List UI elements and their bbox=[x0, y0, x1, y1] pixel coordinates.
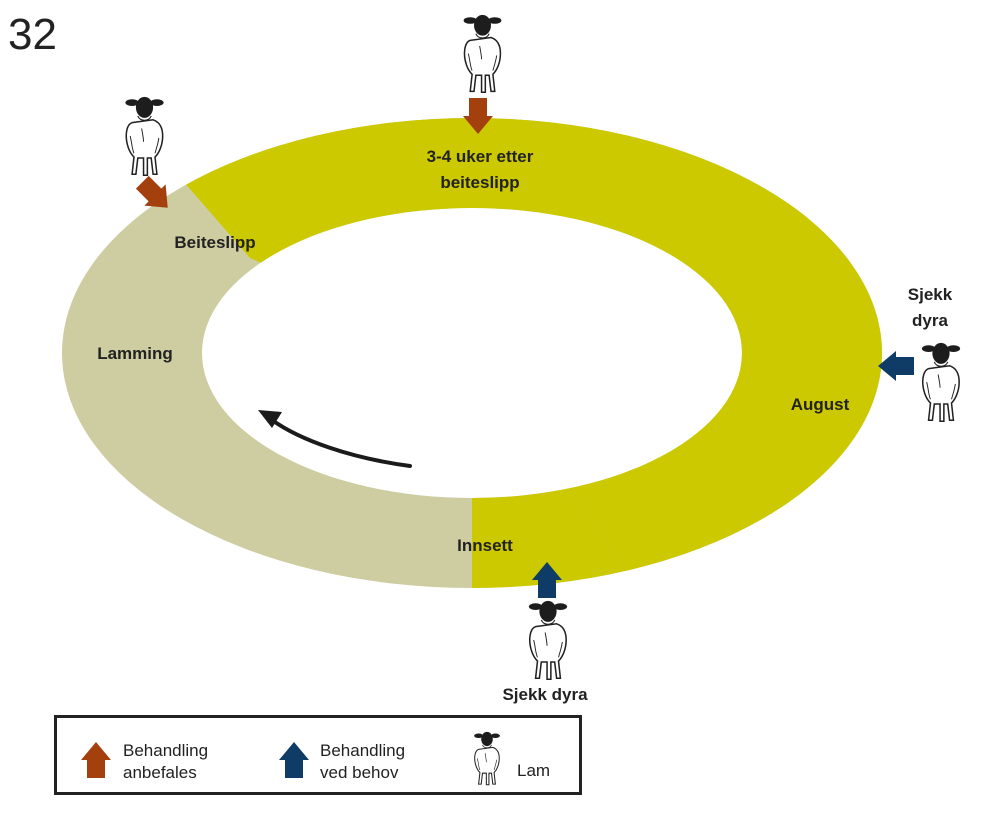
legend-as-needed-line1: Behandling bbox=[320, 741, 406, 760]
label-sjekk-dyra-bottom: Sjekk dyra bbox=[502, 685, 588, 704]
legend-recommended-line1: Behandling bbox=[123, 741, 209, 760]
label-3-4-weeks-line2: beiteslipp bbox=[440, 173, 520, 192]
arrow-as-needed-icon bbox=[878, 351, 914, 381]
lamb-icon bbox=[462, 13, 503, 94]
lamb-icon bbox=[527, 599, 569, 681]
arrow-as-needed-icon bbox=[279, 742, 309, 778]
legend-recommended-line2: anbefales bbox=[123, 763, 197, 782]
label-3-4-weeks-line1: 3-4 uker etter bbox=[426, 147, 534, 166]
lamb-icon bbox=[920, 341, 962, 423]
arrow-recommended-icon bbox=[463, 98, 493, 134]
lamb-icon bbox=[124, 95, 165, 177]
legend: Behandling anbefales Behandling ved beho… bbox=[54, 715, 582, 795]
legend-as-needed-line2: ved behov bbox=[320, 763, 399, 782]
label-innsett: Innsett bbox=[457, 536, 513, 555]
label-sjekk-right-line1: Sjekk bbox=[907, 285, 953, 304]
arrow-recommended-icon bbox=[81, 742, 111, 778]
page-number: 32 bbox=[8, 10, 57, 59]
label-lamming: Lamming bbox=[97, 344, 173, 363]
label-3-4-weeks: 3-4 uker etter beiteslipp bbox=[380, 144, 580, 196]
legend-as-needed-text: Behandling ved behov bbox=[320, 740, 405, 784]
arrow-recommended-icon bbox=[135, 175, 168, 208]
legend-lamb-text: Lam bbox=[517, 761, 551, 780]
label-august: August bbox=[790, 395, 850, 414]
arrow-as-needed-icon bbox=[532, 562, 562, 598]
label-sjekk-right-line2: dyra bbox=[912, 311, 948, 330]
label-sjekk-dyra-right: Sjekk dyra bbox=[890, 282, 970, 334]
label-beiteslipp: Beiteslipp bbox=[174, 233, 256, 252]
legend-recommended-text: Behandling anbefales bbox=[123, 740, 208, 784]
grazing-season-segment bbox=[130, 118, 760, 588]
curved-arrow-icon bbox=[258, 410, 412, 468]
